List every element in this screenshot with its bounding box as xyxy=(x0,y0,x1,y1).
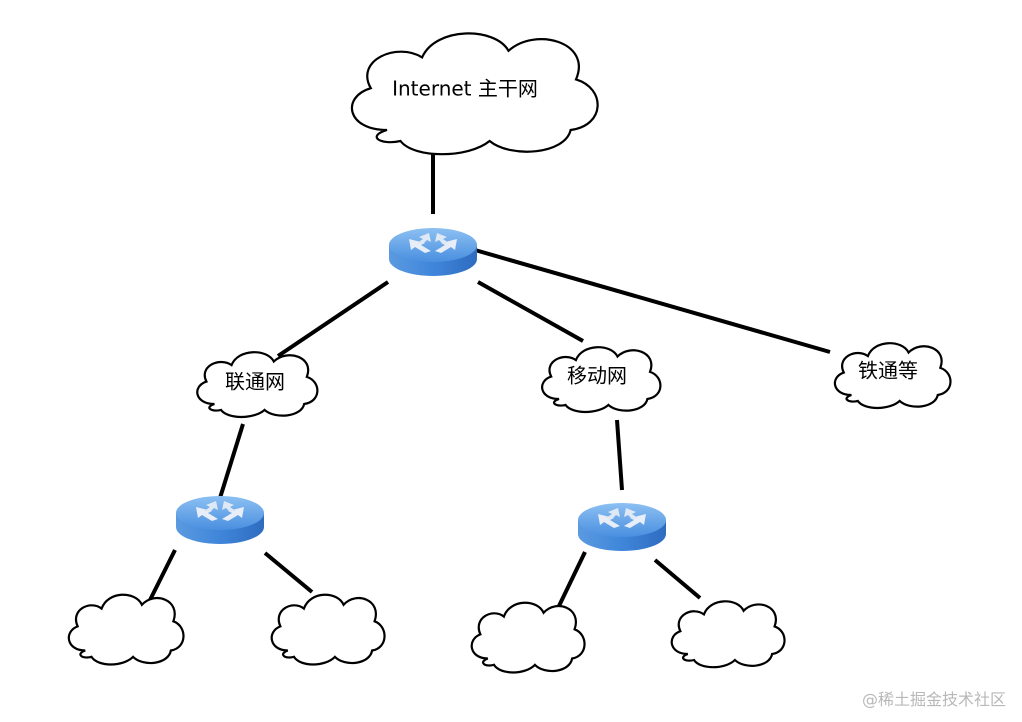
mobile-label: 移动网 xyxy=(567,364,627,388)
cloud-icon xyxy=(69,595,184,665)
cloud-icon xyxy=(835,343,951,408)
cloud-icon xyxy=(197,352,317,417)
cloud-icon xyxy=(352,33,598,154)
unicom-label: 联通网 xyxy=(225,370,285,394)
links xyxy=(145,148,831,609)
link-router-unicom xyxy=(276,280,390,358)
router-icon xyxy=(176,496,264,544)
link-router-railway xyxy=(474,248,831,354)
cloud-icon xyxy=(472,603,585,673)
link-right-router-cloud1 xyxy=(556,551,587,609)
cloud-icon xyxy=(672,601,785,667)
cloud-icon xyxy=(542,347,660,412)
link-mobile-router xyxy=(615,419,624,491)
railway-label: 铁通等 xyxy=(858,359,918,383)
router-icon xyxy=(389,228,477,276)
backbone-label: Internet 主干网 xyxy=(392,77,538,101)
router-icon xyxy=(578,503,666,551)
link-router-mobile xyxy=(477,280,584,343)
link-left-router-cloud2 xyxy=(263,551,314,594)
link-unicom-router xyxy=(218,423,245,499)
watermark: @稀土掘金技术社区 xyxy=(861,690,1006,709)
link-right-router-cloud2 xyxy=(653,558,702,600)
cloud-icon xyxy=(272,595,385,665)
link-left-router-cloud1 xyxy=(145,549,177,607)
